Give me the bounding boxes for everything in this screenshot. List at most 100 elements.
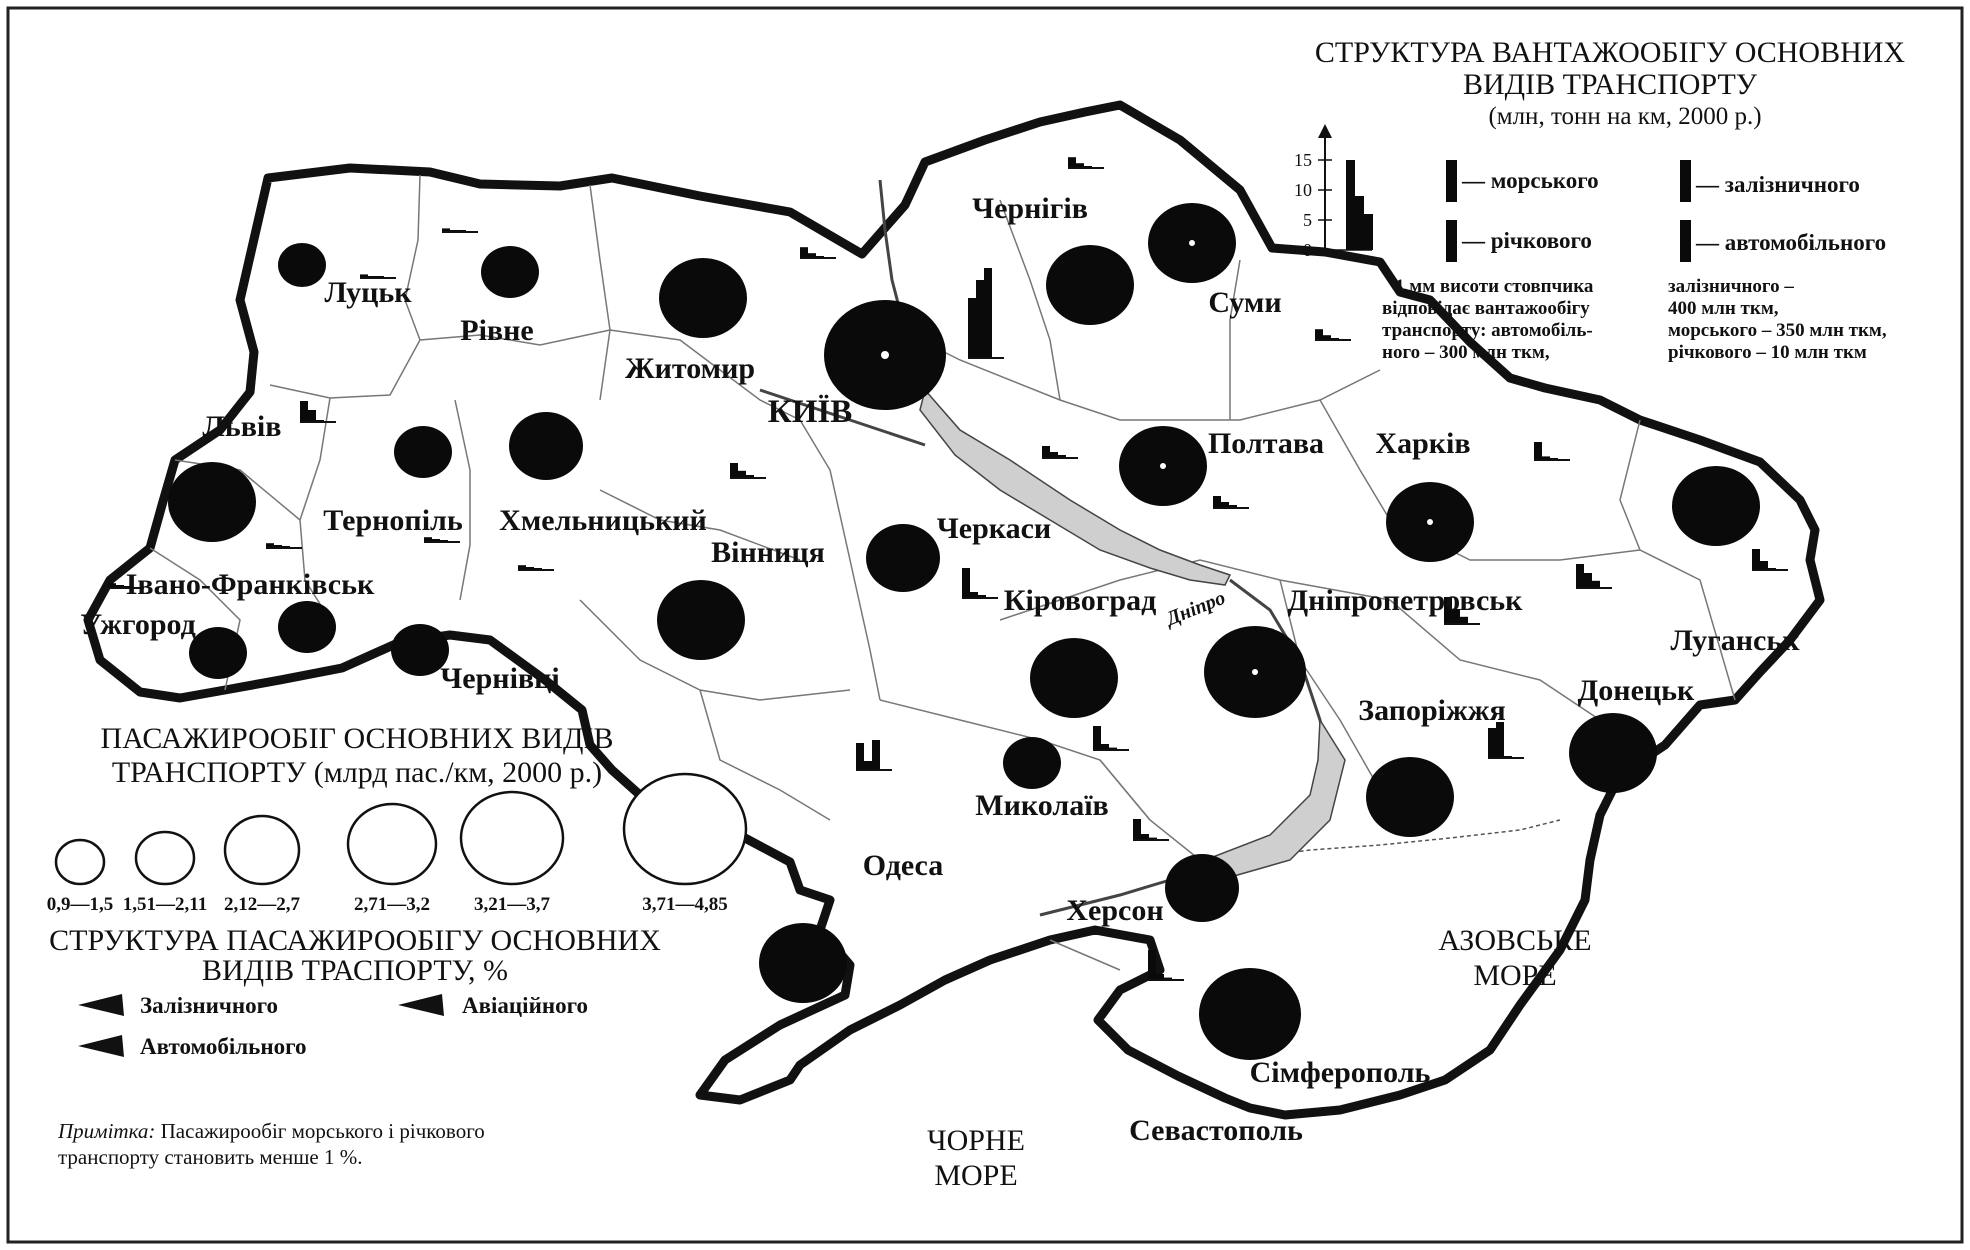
city-label-city-0: Луцьк bbox=[324, 276, 412, 309]
freight-bar-city-20-1 bbox=[1496, 722, 1504, 758]
city-label-city-19: Запоріжжя bbox=[1358, 694, 1505, 727]
city-center-dot-city-3 bbox=[881, 351, 889, 359]
passenger-circle-city-22 bbox=[759, 923, 847, 1003]
freight-bar-city-19-0 bbox=[1444, 597, 1452, 624]
axis-tick-15: 15 bbox=[1294, 150, 1312, 170]
freight-note-right-1: залізничного – bbox=[1668, 276, 1794, 297]
note-line-1: Примітка: Пасажирообіг морського і річко… bbox=[57, 1119, 485, 1143]
freight-bar-city-15-0 bbox=[108, 583, 116, 588]
city-center-dot-city-12 bbox=[1427, 519, 1433, 525]
freight-bar-city-4-0 bbox=[1068, 157, 1076, 168]
legend-circle-6 bbox=[622, 772, 748, 886]
freight-bar-city-22-2 bbox=[872, 740, 880, 770]
passenger-legend-title-2: ТРАНСПОРТУ (млрд пас./км, 2000 р.) bbox=[112, 756, 602, 789]
city-label-city-24: Сімферополь bbox=[1250, 1056, 1431, 1089]
passenger-circle-city-20 bbox=[1569, 713, 1657, 793]
city-label-city-22: Одеса bbox=[863, 849, 943, 882]
freight-bar-city-19-2 bbox=[1460, 616, 1468, 624]
freight-bar-city-20-0 bbox=[1488, 728, 1496, 758]
legend-circle-2 bbox=[134, 830, 196, 886]
azov-sea-label-2: МОРЕ bbox=[1473, 959, 1556, 992]
freight-bar-city-14-0 bbox=[266, 543, 274, 548]
freight-bar-city-12-0 bbox=[1534, 442, 1542, 460]
legend-circle-5 bbox=[459, 790, 565, 886]
passenger-circle-city-10 bbox=[866, 524, 940, 592]
freight-bar-city-22-1 bbox=[864, 761, 872, 770]
freight-bar-city-24-1 bbox=[1156, 974, 1164, 980]
city-label-city-13: Луганськ bbox=[1671, 624, 1801, 657]
sea-labels: АЗОВСЬКЕ МОРЕ ЧОРНЕ МОРЕ bbox=[927, 924, 1592, 1192]
freight-bar-city-11-2 bbox=[1229, 505, 1237, 508]
freight-bar-city-24-0 bbox=[1148, 950, 1156, 980]
freight-note-right-2: 400 млн ткм, bbox=[1668, 298, 1779, 319]
city-label-city-8: Хмельницький bbox=[499, 504, 707, 537]
freight-note-left-2: відповідає вантажообігу bbox=[1382, 298, 1590, 319]
freight-item-rail: — залізничного bbox=[1695, 172, 1860, 197]
freight-bar-city-10-1 bbox=[1050, 452, 1058, 458]
freight-bar-city-9-1 bbox=[738, 470, 746, 478]
freight-bar-city-23-1 bbox=[1141, 834, 1149, 840]
legend-bar-marine bbox=[1446, 160, 1457, 202]
freight-bar-city-18-2 bbox=[1592, 580, 1600, 588]
freight-note-right-4: річкового – 10 млн ткм bbox=[1668, 342, 1867, 363]
freight-bar-city-9-0 bbox=[730, 463, 738, 478]
freight-note-right-3: морського – 350 млн ткм, bbox=[1668, 320, 1887, 341]
freight-bar-city-10-0 bbox=[1042, 446, 1050, 458]
city-label-city-25: Севастополь bbox=[1129, 1114, 1303, 1147]
legend-circle-label-6: 3,71—4,85 bbox=[642, 894, 728, 915]
passenger-circle-city-16 bbox=[391, 624, 449, 676]
passenger-circle-city-17 bbox=[1030, 638, 1118, 718]
freight-bar-city-17-1 bbox=[970, 592, 978, 598]
freight-bar-city-13-1 bbox=[1760, 561, 1768, 570]
freight-bar-city-19-1 bbox=[1452, 609, 1460, 624]
freight-bar-city-5-0 bbox=[1315, 329, 1323, 340]
city-center-dot-city-5 bbox=[1189, 240, 1195, 246]
structure-legend: СТРУКТУРА ПАСАЖИРООБІГУ ОСНОВНИХ ВИДІВ Т… bbox=[49, 924, 661, 1059]
structure-item-road: Автомобільного bbox=[140, 1034, 306, 1059]
sector-aviation-icon bbox=[398, 994, 444, 1016]
passenger-circle-city-4 bbox=[1046, 245, 1134, 325]
city-label-city-3: КИЇВ bbox=[768, 394, 852, 430]
structure-item-aviation: Авіаційного bbox=[462, 993, 588, 1018]
freight-bar-city-6-1 bbox=[308, 410, 316, 422]
freight-bar-city-6-0 bbox=[300, 401, 308, 422]
legend-bar-1 bbox=[1346, 160, 1355, 250]
freight-bar-city-14-1 bbox=[274, 545, 282, 548]
note-line-1-text: Пасажирообіг морського і річкового bbox=[155, 1119, 484, 1143]
passenger-legend: ПАСАЖИРООБІГ ОСНОВНИХ ВИДІВ ТРАНСПОРТУ (… bbox=[47, 722, 748, 915]
freight-bar-city-23-2 bbox=[1149, 837, 1157, 840]
freight-bar-city-11-0 bbox=[1213, 496, 1221, 508]
freight-item-road: — автомобільного bbox=[1695, 230, 1886, 255]
legend-circle-label-4: 2,71—3,2 bbox=[354, 894, 430, 915]
freight-bar-city-21-1 bbox=[1101, 744, 1109, 750]
freight-note-left-1: 1 мм висоти стовпчика bbox=[1395, 276, 1594, 297]
city-label-city-11: Полтава bbox=[1208, 427, 1324, 460]
freight-note-left-3: транспорту: автомобіль- bbox=[1382, 320, 1593, 341]
freight-bar-city-21-0 bbox=[1093, 726, 1101, 750]
legend-bar-3 bbox=[1364, 214, 1373, 250]
freight-legend-title-1: СТРУКТУРА ВАНТАЖООБІГУ ОСНОВНИХ bbox=[1315, 36, 1906, 69]
legend-circle-1 bbox=[54, 838, 106, 886]
note-prefix: Примітка: bbox=[57, 1119, 155, 1143]
freight-bar-city-23-0 bbox=[1133, 819, 1141, 840]
freight-legend-title-3: (млн, тонн на км, 2000 р.) bbox=[1488, 103, 1761, 130]
passenger-circle-city-9 bbox=[657, 580, 745, 660]
legend-bar-2 bbox=[1355, 196, 1364, 250]
map-marks bbox=[108, 157, 1788, 1060]
freight-item-marine: — морського bbox=[1461, 168, 1599, 193]
legend-circle-label-3: 2,12—2,7 bbox=[224, 894, 301, 915]
freight-bar-city-7-1 bbox=[432, 539, 440, 542]
freight-bar-city-2-0 bbox=[800, 247, 808, 258]
legend-bar-road bbox=[1680, 220, 1691, 262]
city-label-city-20: Донецьк bbox=[1578, 674, 1695, 707]
city-label-city-18: Дніпропетровськ bbox=[1288, 584, 1524, 617]
city-label-city-14: Івано-Франківськ bbox=[126, 568, 375, 601]
city-label-city-2: Житомир bbox=[625, 352, 755, 385]
city-label-city-15: Ужгород bbox=[80, 608, 196, 641]
freight-bar-city-21-2 bbox=[1109, 747, 1117, 750]
legend-bar-rail bbox=[1680, 160, 1691, 202]
freight-bar-city-10-2 bbox=[1058, 455, 1066, 458]
city-label-city-1: Рівне bbox=[460, 314, 533, 347]
